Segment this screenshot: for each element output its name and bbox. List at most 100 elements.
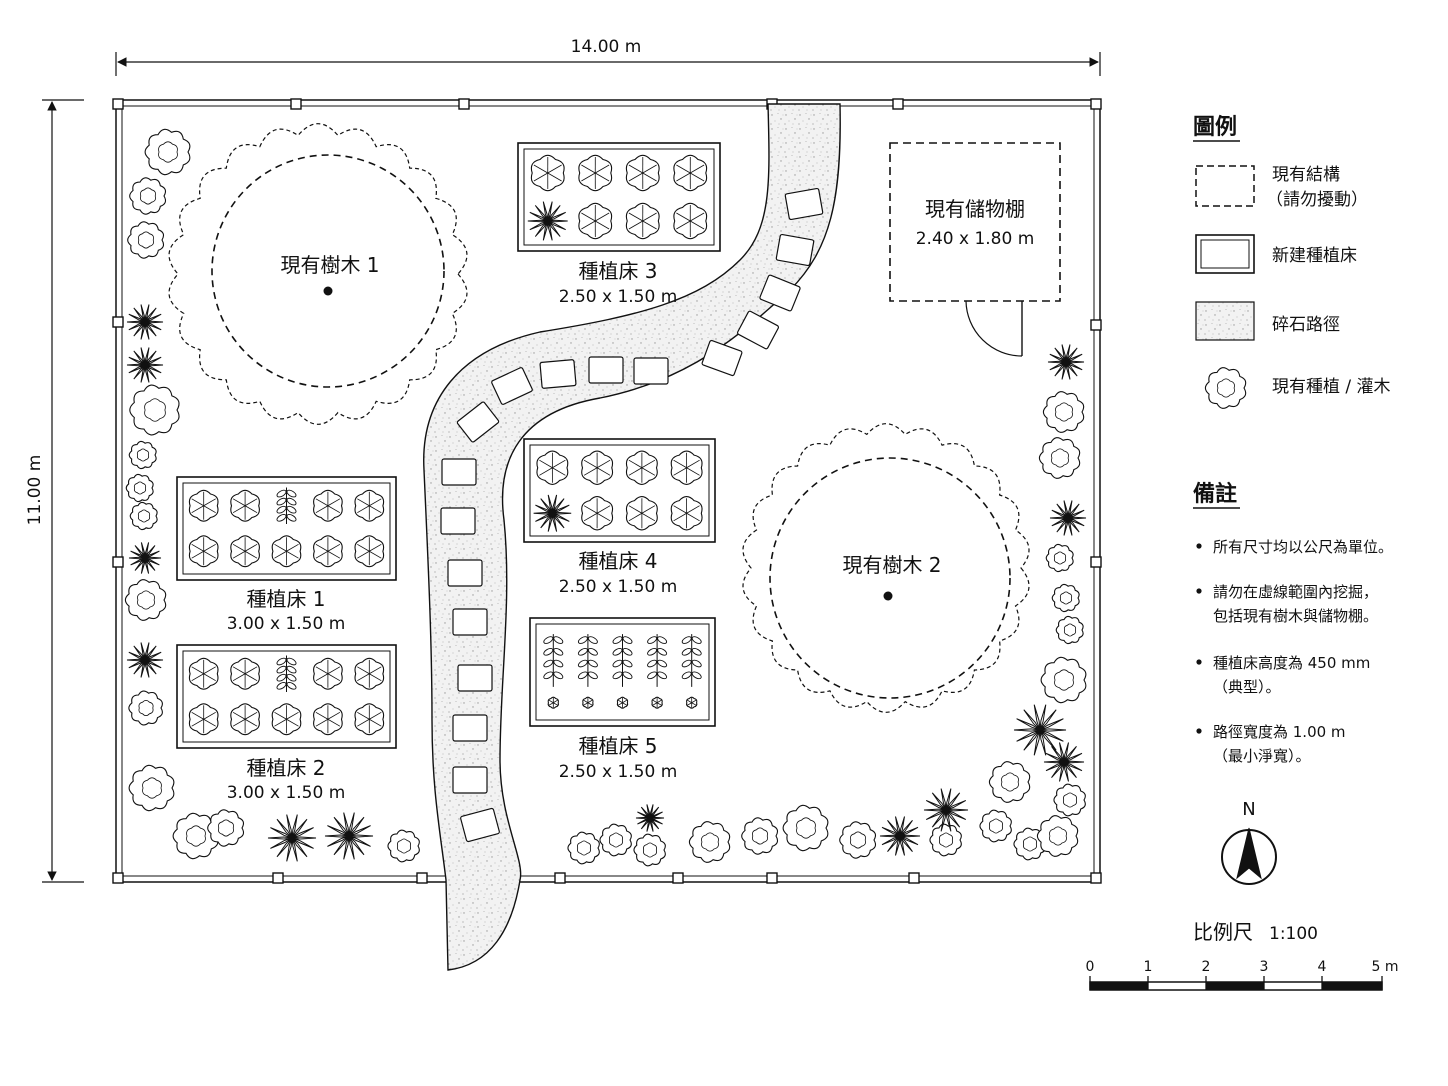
spiky-shrub-icon bbox=[1013, 704, 1067, 756]
leaf-plant-icon bbox=[686, 696, 698, 709]
fence-post bbox=[1090, 556, 1102, 568]
scale-tick-2: 2 bbox=[1202, 959, 1211, 975]
leaf-plant-icon bbox=[581, 496, 614, 531]
stepping-stone bbox=[633, 357, 669, 385]
stalk-plant-icon bbox=[276, 487, 297, 524]
bed-4-size: 2.50 x 1.50 m bbox=[559, 577, 678, 597]
stalk-plant-icon bbox=[276, 655, 297, 692]
shrub-icon bbox=[144, 128, 191, 176]
shrub-icon bbox=[128, 690, 163, 726]
tree-1-label: 現有樹木 1 bbox=[280, 253, 379, 277]
stepping-stone bbox=[588, 356, 624, 384]
shrub-icon bbox=[1051, 583, 1080, 613]
width-label: 14.00 m bbox=[571, 37, 642, 57]
shrub-icon bbox=[128, 764, 175, 812]
legend-planting-swatch bbox=[1204, 367, 1247, 409]
bed-1: 種植床 1 3.00 x 1.50 m bbox=[176, 476, 397, 634]
existing-shed: 現有儲物棚 2.40 x 1.80 m bbox=[889, 142, 1061, 357]
height-label: 11.00 m bbox=[25, 455, 45, 526]
stepping-stone bbox=[701, 339, 743, 377]
fence-post bbox=[112, 98, 124, 110]
north-arrow: N bbox=[1221, 799, 1277, 885]
shrub-icon bbox=[125, 473, 154, 503]
bed-1-size: 3.00 x 1.50 m bbox=[227, 614, 346, 634]
spiky-shrub-icon bbox=[635, 804, 665, 832]
stepping-stone bbox=[759, 274, 801, 312]
stepping-stone bbox=[452, 766, 488, 794]
spiky-shrub-icon bbox=[126, 304, 164, 340]
shrub-icon bbox=[782, 804, 829, 852]
legend-existing-planting: 現有種植 / 灌木 bbox=[1272, 377, 1391, 397]
leaf-plant-icon bbox=[230, 489, 260, 522]
leaf-plant-icon bbox=[625, 450, 658, 485]
shrub-icon bbox=[387, 829, 420, 863]
spiky-shrub-icon bbox=[126, 347, 164, 383]
fence-post bbox=[1090, 872, 1102, 884]
bed-1-label: 種植床 1 bbox=[246, 587, 325, 611]
fence-post bbox=[554, 872, 566, 884]
stepping-stone bbox=[491, 367, 533, 405]
tree-2-label: 現有樹木 2 bbox=[842, 553, 941, 577]
bed-4: 種植床 4 2.50 x 1.50 m bbox=[523, 438, 716, 597]
note-4-line-1: 路徑寬度為 1.00 m bbox=[1213, 723, 1346, 741]
bed-5-plants bbox=[543, 634, 702, 709]
stepping-stone bbox=[452, 714, 488, 742]
fence-post bbox=[1090, 98, 1102, 110]
fence-post bbox=[458, 98, 470, 110]
shrub-icon bbox=[741, 817, 779, 855]
leaf-plant-icon bbox=[581, 450, 614, 485]
shrub-icon bbox=[207, 809, 245, 847]
fence-post bbox=[112, 872, 124, 884]
shrub-icon bbox=[1204, 367, 1247, 409]
shrub-icon bbox=[688, 821, 731, 863]
legend-gravel-path: 碎石路徑 bbox=[1272, 315, 1340, 335]
legend-new-bed-swatch bbox=[1195, 234, 1255, 274]
spiky-shrub-icon bbox=[923, 788, 969, 832]
bed-2-label: 種植床 2 bbox=[246, 756, 325, 780]
leaf-plant-icon bbox=[271, 535, 302, 568]
scale-ratio: 1:100 bbox=[1269, 924, 1318, 944]
leaf-plant-icon bbox=[625, 496, 658, 531]
notes: 備註 所有尺寸均以公尺為單位。 請勿在虛線範圍內挖掘， 包括現有樹木與儲物棚。 … bbox=[1193, 481, 1393, 765]
shrub-icon bbox=[129, 501, 158, 531]
bed-2-plants bbox=[188, 655, 385, 736]
fence-post bbox=[672, 872, 684, 884]
leaf-plant-icon bbox=[582, 696, 594, 709]
legend-title: 圖例 bbox=[1193, 115, 1237, 140]
bed-5-size: 2.50 x 1.50 m bbox=[559, 762, 678, 782]
leaf-plant-icon bbox=[188, 489, 219, 522]
spiky-shrub-icon bbox=[1049, 500, 1087, 536]
shrub-icon bbox=[172, 812, 219, 860]
leaf-plant-icon bbox=[230, 657, 260, 690]
shrub-icon bbox=[1038, 437, 1081, 479]
stepping-stone bbox=[460, 807, 500, 843]
leaf-plant-icon bbox=[673, 202, 708, 240]
leaf-plant-icon bbox=[651, 696, 663, 709]
note-3-line-1: 種植床高度為 450 mm bbox=[1213, 654, 1370, 672]
shed-label: 現有儲物棚 bbox=[925, 197, 1025, 221]
leaf-plant-icon bbox=[578, 154, 613, 192]
fence-post bbox=[766, 872, 778, 884]
scale-tick-3: 3 bbox=[1260, 959, 1269, 975]
stepping-stone bbox=[736, 310, 780, 350]
fence-post bbox=[416, 872, 428, 884]
shrub-icon bbox=[567, 831, 600, 865]
shrub-icon bbox=[124, 579, 167, 621]
shrub-icon bbox=[599, 823, 632, 857]
leaf-plant-icon bbox=[188, 703, 219, 736]
fence-post bbox=[112, 556, 124, 568]
fence-post bbox=[272, 872, 284, 884]
spiky-shrub-icon bbox=[1043, 742, 1085, 782]
stalk-plant-icon bbox=[577, 634, 598, 687]
stepping-stone bbox=[440, 507, 476, 535]
shrub-icon bbox=[988, 761, 1031, 803]
north-arrow-icon bbox=[1236, 827, 1262, 880]
spiky-shrub-icon bbox=[128, 542, 162, 574]
leaf-plant-icon bbox=[536, 450, 569, 485]
scale-tick-0: 0 bbox=[1086, 959, 1095, 975]
leaf-plant-icon bbox=[354, 535, 385, 568]
shrub-icon bbox=[633, 833, 666, 867]
shrub-icon bbox=[129, 177, 167, 215]
stepping-stone bbox=[775, 233, 815, 267]
